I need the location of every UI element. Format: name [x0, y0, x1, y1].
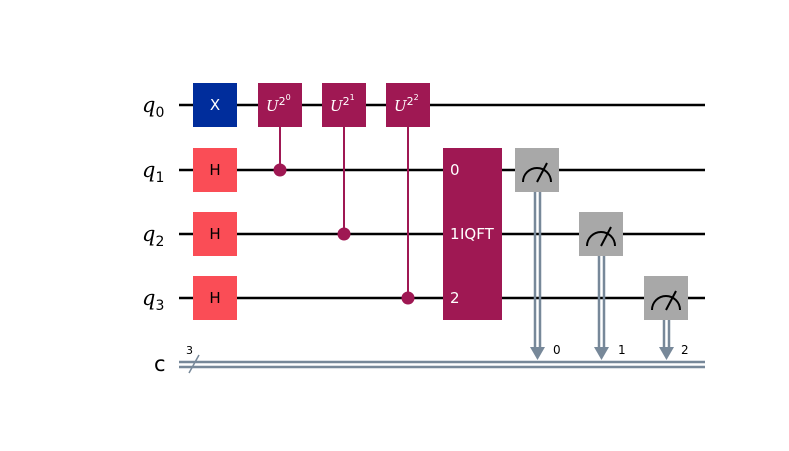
label-q0: q0: [142, 93, 164, 121]
meter-icon: [651, 290, 681, 311]
meter-icon: [522, 162, 552, 183]
register-size-slash: [188, 354, 200, 374]
register-size-label: 3: [186, 344, 193, 357]
measure-bit-label: 0: [553, 343, 561, 357]
svg-text:X: X: [210, 96, 220, 114]
classical-wire: [179, 360, 705, 369]
iqft-input-2: 2: [450, 289, 460, 307]
svg-text:H: H: [209, 225, 220, 243]
iqft-input-1: 1: [450, 225, 460, 243]
wire-labels: q0 q1 q2 q3 c: [142, 93, 166, 376]
control-dot: [401, 291, 415, 305]
iqft-label: IQFT: [460, 225, 495, 243]
h-gate-q3: H: [193, 276, 237, 320]
controlled-u-gate-1: U20: [258, 83, 302, 177]
svg-text:U20: U20: [266, 93, 291, 115]
h-gate-q2: H: [193, 212, 237, 256]
label-c: c: [154, 352, 166, 376]
measure-bit-label: 2: [681, 343, 689, 357]
controlled-u-gate-2: U21: [322, 83, 366, 241]
label-q1: q1: [142, 158, 164, 186]
measure-gate-1: 0: [515, 148, 561, 360]
x-gate: X: [193, 83, 237, 127]
h-gate-q1: H: [193, 148, 237, 192]
measure-gate-3: 2: [644, 276, 689, 360]
svg-text:U21: U21: [330, 93, 355, 115]
measure-bit-label: 1: [618, 343, 626, 357]
control-dot: [337, 227, 351, 241]
iqft-input-0: 0: [450, 161, 460, 179]
iqft-gate: 0 1 IQFT 2: [443, 148, 502, 320]
meter-icon: [586, 226, 616, 247]
svg-text:U22: U22: [394, 93, 419, 115]
svg-text:H: H: [209, 289, 220, 307]
measure-arrow: [530, 347, 545, 360]
measure-arrow: [659, 347, 674, 360]
label-q3: q3: [142, 286, 164, 314]
controlled-u-gate-3: U22: [386, 83, 430, 305]
qubit-wires: [179, 103, 705, 300]
measure-gate-2: 1: [579, 212, 626, 360]
svg-text:H: H: [209, 161, 220, 179]
label-q2: q2: [142, 222, 164, 250]
control-dot: [273, 163, 287, 177]
measure-arrow: [594, 347, 609, 360]
